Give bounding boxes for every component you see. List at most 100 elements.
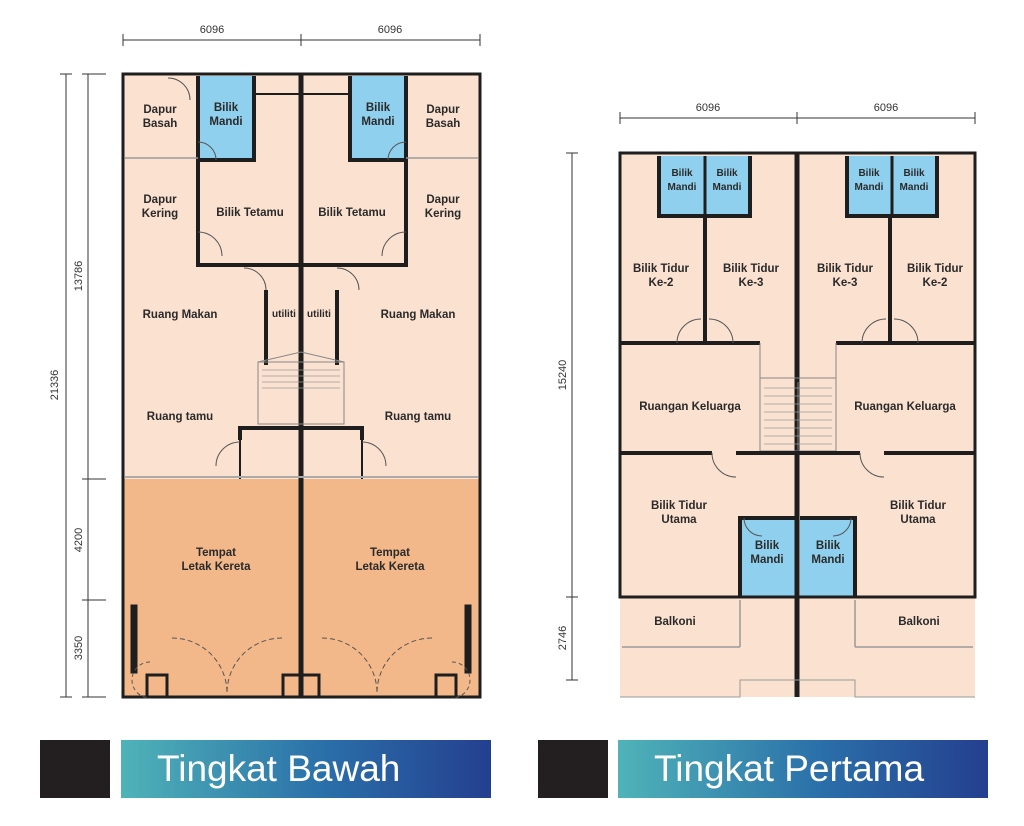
label-line: Bilik [671,168,693,179]
label-line: Bilik [214,102,239,114]
label-ruang-tamu-right: Ruang tamu [385,411,451,423]
label-line: Bilik [716,168,738,179]
label-line: Ruang Makan [381,309,456,321]
label-line: Kering [142,208,178,220]
label-ruang-makan-left: Ruang Makan [143,309,218,321]
dim-ground-top-left: 6096 [200,24,224,36]
label-line: Bilik Tetamu [216,207,284,219]
label-line: Kering [425,208,461,220]
label-line: Mandi [750,554,783,566]
label-line: Mandi [361,116,394,128]
label-line: 3350 [73,636,85,660]
label-line: Ke-3 [833,277,858,289]
ground-bath-right [350,76,406,160]
label-line: Balkoni [898,616,940,628]
first-bath-3 [847,156,892,216]
label-line: 15240 [557,360,569,391]
label-line: Ruang Makan [143,309,218,321]
label-ruang-tamu-left: Ruang tamu [147,411,213,423]
first-bath-1 [659,156,704,216]
caption-marker-first [538,740,608,798]
label-line: Bilik Tidur [723,263,780,275]
dim-first-top-right: 6096 [874,102,898,114]
dim-ground-house: 13786 [73,261,85,292]
dim-ground-top-right: 6096 [378,24,402,36]
caption-first-floor: Tingkat Pertama [618,740,988,798]
label-line: Ke-2 [649,277,674,289]
label-line: Utama [900,514,936,526]
caption-marker-ground [40,740,110,798]
ground-bath-left [198,76,254,160]
label-line: Bilik Tidur [890,500,947,512]
label-line: Balkoni [654,616,696,628]
label-line: Basah [426,118,461,130]
label-utiliti-right: utiliti [307,309,331,320]
label-ruangan-keluarga-right: Ruangan Keluarga [854,401,956,413]
label-line: Mandi [811,554,844,566]
label-line: 2746 [557,626,569,650]
label-line: utiliti [272,309,296,320]
label-line: 4200 [73,528,85,552]
label-line: Letak Kereta [181,561,251,573]
label-line: Ke-2 [923,277,948,289]
label-line: 6096 [200,24,224,36]
label-line: Ke-3 [739,277,764,289]
label-line: Ruangan Keluarga [639,401,741,413]
label-line: Bilik Tidur [907,263,964,275]
label-line: Tempat [196,547,236,559]
label-bilik-tetamu-right: Bilik Tetamu [318,207,386,219]
label-line: Bilik [366,102,391,114]
label-line: Bilik Tidur [817,263,874,275]
label-line: Bilik Tidur [633,263,690,275]
label-line: utiliti [307,309,331,320]
label-line: Bilik [858,168,880,179]
label-line: Mandi [209,116,242,128]
first-dimension-lines [566,112,976,681]
label-line: Dapur [143,104,177,116]
label-ruangan-keluarga-left: Ruangan Keluarga [639,401,741,413]
label-line: Mandi [668,182,697,193]
dim-ground-porch: 4200 [73,528,85,552]
label-line: Mandi [900,182,929,193]
label-utiliti-left: utiliti [272,309,296,320]
label-line: 13786 [73,261,85,292]
label-line: 6096 [696,102,720,114]
label-line: Utama [661,514,697,526]
label-line: Ruang tamu [147,411,213,423]
label-ruang-makan-right: Ruang Makan [381,309,456,321]
label-line: Letak Kereta [355,561,425,573]
dim-ground-total: 21336 [49,370,61,401]
label-line: Tempat [370,547,410,559]
first-bath-2 [705,156,750,216]
label-line: Dapur [426,194,460,206]
label-line: Bilik Tetamu [318,207,386,219]
label-balkoni-left: Balkoni [654,616,696,628]
label-line: Mandi [855,182,884,193]
label-line: Bilik [816,540,841,552]
label-line: Dapur [143,194,177,206]
label-line: Dapur [426,104,460,116]
label-bilik-tetamu-left: Bilik Tetamu [216,207,284,219]
label-line: Bilik Tidur [651,500,708,512]
